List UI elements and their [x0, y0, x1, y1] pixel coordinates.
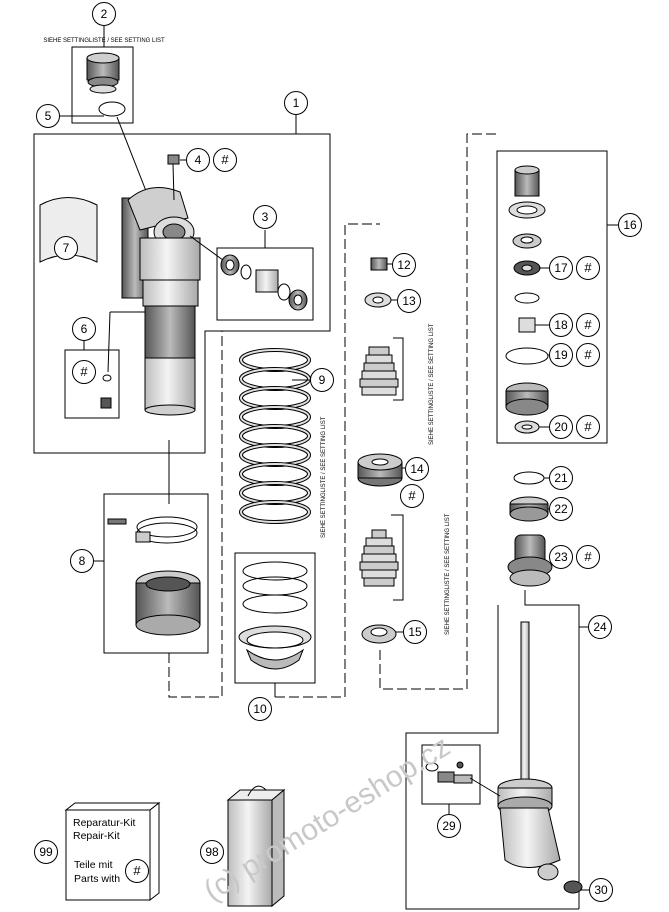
setting-list-note-upper: SIEHE SETTINGLISTE / SEE SETTING LIST [429, 323, 435, 445]
callout-8: 8 [70, 549, 94, 573]
part-29-frame [421, 744, 481, 805]
part-8-clamp-ring [107, 516, 198, 544]
part-12-nut [370, 257, 388, 271]
callout-4: 4 [186, 148, 210, 172]
part-24-piston-rod [497, 621, 561, 881]
repair-kit-label-en: Repair-Kit [73, 830, 120, 842]
callout-12: 12 [392, 253, 416, 277]
part-10-spring-seat [238, 561, 312, 670]
callout-5: 5 [36, 104, 60, 128]
part-22-seal-head [509, 496, 549, 522]
callout-17: 17 [549, 256, 573, 280]
part-1-frame [33, 114, 331, 454]
hash-marker-kit: # [125, 859, 149, 883]
hash-marker-4: # [213, 148, 237, 172]
parts-with-label-en: Parts with [74, 873, 120, 885]
part-1-shock-body [121, 187, 201, 416]
part-16-frame [496, 150, 608, 444]
parts-with-label-de: Teile mit [74, 859, 113, 871]
part-98-oil-can [226, 785, 286, 908]
part-15-washer [361, 624, 397, 644]
part-16-bladder-parts [505, 165, 549, 434]
part-5-o-ring [98, 101, 126, 117]
part-29-valve-parts [425, 761, 473, 784]
callout-22: 22 [549, 497, 573, 521]
callout-19: 19 [549, 343, 573, 367]
callout-15: 15 [403, 620, 427, 644]
callout-98: 98 [200, 840, 224, 864]
callout-2: 2 [92, 2, 116, 26]
hash-marker-19: # [576, 343, 600, 367]
hash-marker-18: # [576, 313, 600, 337]
hash-marker-20: # [576, 415, 600, 439]
hash-marker-17: # [576, 256, 600, 280]
setting-list-note-lower: SIEHE SETTINGLISTE / SEE SETTING LIST [445, 513, 451, 635]
part-2-adjuster [86, 52, 120, 94]
callout-23: 23 [549, 545, 573, 569]
setting-list-note-spring: SIEHE SETTINGLISTE / SEE SETTING LIST [321, 416, 327, 538]
hash-marker-14: # [400, 484, 424, 508]
callout-1: 1 [284, 91, 308, 115]
callout-6: 6 [72, 317, 96, 341]
part-8-adjusting-nut [135, 570, 201, 636]
part-6-frame [64, 349, 120, 419]
callout-30: 30 [589, 878, 613, 902]
part-30-cap [563, 880, 583, 894]
callout-21: 21 [549, 466, 573, 490]
part-24-frame [405, 605, 579, 910]
callout-99: 99 [34, 840, 58, 864]
part-2-frame [71, 46, 134, 124]
callout-3: 3 [253, 205, 277, 229]
shim-stack-lower [359, 529, 399, 587]
part-99-repair-kit-box [64, 801, 161, 902]
part-14-piston [357, 453, 403, 487]
repair-kit-label-de: Reparatur-Kit [73, 817, 136, 829]
part-23-bump-rubber [507, 534, 553, 587]
callout-20: 20 [549, 415, 573, 439]
callout-14: 14 [405, 457, 429, 481]
callout-29: 29 [437, 814, 461, 838]
part-8-frame [103, 493, 209, 654]
callout-16: 16 [618, 213, 642, 237]
shim-stack-upper [359, 346, 399, 396]
part-9-spring [239, 348, 311, 524]
callout-13: 13 [397, 289, 421, 313]
callout-24: 24 [588, 615, 612, 639]
part-6-valve [100, 374, 112, 409]
callout-7: 7 [54, 236, 78, 260]
callout-9: 9 [310, 368, 334, 392]
part-21-circlip [513, 471, 545, 485]
part-3-bearing-set [220, 254, 308, 311]
callout-18: 18 [549, 313, 573, 337]
hash-marker-23: # [576, 545, 600, 569]
hash-marker-6: # [72, 360, 96, 384]
spring-coil-highlight [240, 501, 310, 523]
part-4-screw [167, 154, 180, 201]
callout-10: 10 [248, 697, 272, 721]
